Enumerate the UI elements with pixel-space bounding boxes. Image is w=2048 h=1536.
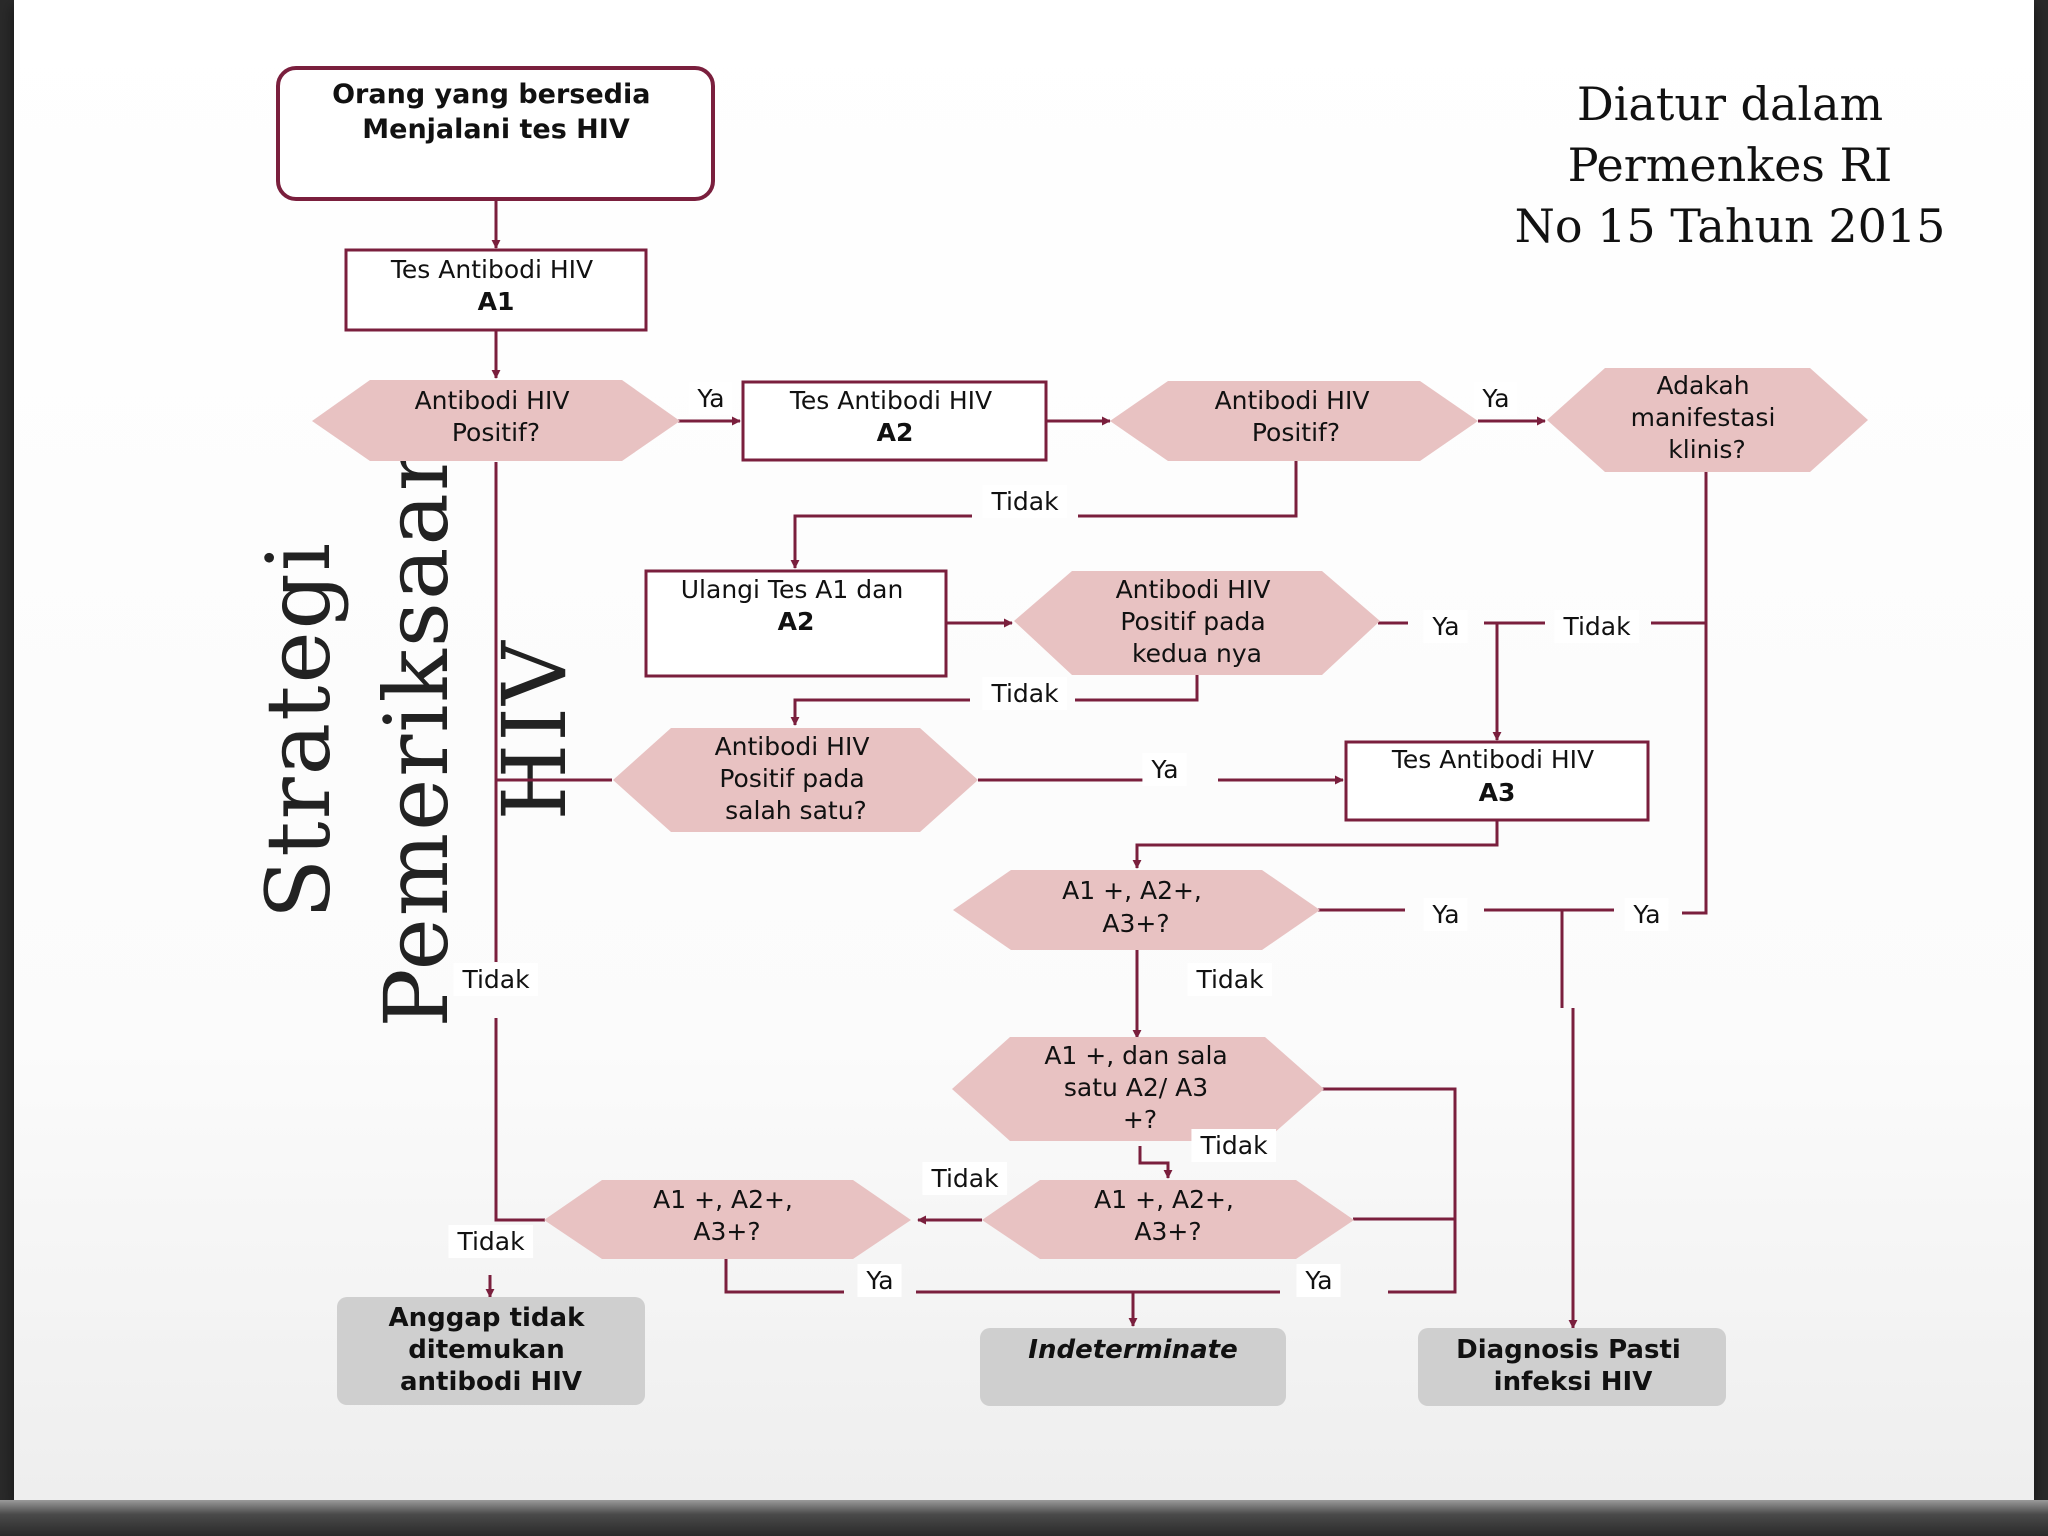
all-positive-label-1: A1 +, A2+, A3+?	[1062, 876, 1210, 938]
flowchart-connectors	[485, 200, 1708, 1329]
edge-a1-no-spine-b	[494, 1018, 545, 1222]
edge-a1one-yes	[1322, 1087, 1457, 1294]
all-positive-label-3: A1 +, A2+, A3+?	[653, 1185, 801, 1246]
both-positive-label: Antibodi HIV Positif pada kedua nya	[1116, 575, 1279, 668]
a2-test-label: Tes Antibodi HIV A2	[789, 386, 1000, 447]
label-all3-no: Tidak	[456, 1227, 525, 1256]
start-node-label: Orang yang bersedia Menjalani tes HIV	[332, 79, 660, 145]
a1-positive-decision	[312, 380, 680, 461]
label-clinical-no: Tidak	[1562, 612, 1631, 641]
edge-labels: Ya Ya Tidak Ya Tidak Tidak Ya Ya Ya Tida…	[448, 382, 1669, 1297]
label-a1one-no: Tidak	[1199, 1131, 1268, 1160]
diagnosis-label: Diagnosis Pasti infeksi HIV	[1456, 1335, 1690, 1397]
a3-test-box	[1344, 740, 1650, 822]
edge-label-background	[1624, 898, 1669, 931]
label-all2-no: Tidak	[930, 1164, 999, 1193]
all-positive-decision-3	[544, 1180, 911, 1259]
indeterminate-label: Indeterminate	[1028, 1335, 1237, 1365]
edge-a1one-no	[1138, 1146, 1173, 1179]
label-both-no: Tidak	[990, 679, 1059, 708]
all-positive-label-2: A1 +, A2+, A3+?	[1094, 1185, 1242, 1246]
label-a1-no: Tidak	[461, 965, 530, 994]
label-a1one-yes: Ya	[1304, 1266, 1332, 1295]
a2-test-box	[741, 380, 1048, 462]
edge-all3-yes-a	[724, 1259, 844, 1294]
edge-label-background	[1423, 898, 1468, 931]
edge-clinical-spine	[1682, 470, 1708, 915]
edge-label-background	[688, 382, 733, 415]
label-a2-no: Tidak	[990, 487, 1059, 516]
label-a1-yes: Ya	[696, 384, 724, 413]
not-found-label: Anggap tidak ditemukan antibodi HIV	[389, 1303, 594, 1397]
edge-label-background	[1142, 753, 1187, 786]
label-all1-yes: Ya	[1431, 900, 1459, 929]
repeat-test-box	[644, 569, 948, 678]
label-clinical-yes: Ya	[1632, 900, 1660, 929]
edge-label-background	[1191, 1129, 1277, 1162]
edge-label-background	[453, 963, 539, 996]
start-node	[276, 66, 715, 201]
edge-label-background	[448, 1225, 534, 1258]
label-one-yes: Ya	[1150, 755, 1178, 784]
a1-test-box	[344, 248, 648, 332]
edge-label-background	[857, 1264, 902, 1297]
a1-and-one-decision	[952, 1037, 1324, 1141]
a1-positive-label: Antibodi HIV Positif?	[415, 386, 578, 447]
regulation-line-3: No 15 Tahun 2015	[1514, 199, 1946, 253]
one-positive-label: Antibodi HIV Positif pada salah satu?	[715, 732, 878, 825]
edge-both-no-one	[790, 698, 970, 726]
label-all1-no: Tidak	[1195, 965, 1264, 994]
a1-test-label: Tes Antibodi HIV A1	[390, 255, 601, 316]
edge-label-background	[982, 677, 1068, 710]
edge-label-background	[1554, 610, 1640, 643]
not-found-terminal	[337, 1297, 645, 1405]
a2-positive-label: Antibodi HIV Positif?	[1215, 386, 1378, 447]
regulation-note: Diatur dalam Permenkes RI No 15 Tahun 20…	[1500, 74, 1960, 257]
edge-a3-check	[1132, 820, 1499, 869]
regulation-line-1: Diatur dalam	[1576, 77, 1884, 131]
a3-test-label: Tes Antibodi HIV A3	[1391, 745, 1602, 807]
all-positive-decision-1	[953, 870, 1320, 950]
one-positive-decision	[613, 728, 978, 832]
edge-label-background	[922, 1162, 1008, 1195]
a2-positive-decision	[1110, 381, 1478, 461]
diagnosis-terminal	[1418, 1328, 1726, 1406]
both-positive-decision	[1014, 571, 1380, 675]
edge-label-background	[1473, 382, 1518, 415]
edge-a2-no-a	[1078, 461, 1298, 518]
label-all3-yes: Ya	[865, 1266, 893, 1295]
regulation-line-2: Permenkes RI	[1567, 138, 1893, 192]
slide-bottom-band	[0, 1500, 2048, 1536]
label-both-yes: Ya	[1431, 612, 1459, 641]
a1-and-one-label: A1 +, dan sala satu A2/ A3 +?	[1044, 1041, 1235, 1134]
label-a2-yes: Ya	[1481, 384, 1509, 413]
edge-label-background	[1187, 963, 1273, 996]
edge-a2-no-repeat	[790, 514, 972, 569]
edge-label-background	[1423, 610, 1468, 643]
clinical-manifestation-label: Adakah manifestasi klinis?	[1631, 371, 1784, 464]
clinical-manifestation-decision	[1547, 368, 1868, 472]
all-positive-decision-2	[982, 1180, 1354, 1259]
flowchart-nodes: Orang yang bersedia Menjalani tes HIV Te…	[276, 66, 1868, 1406]
edge-label-background	[1296, 1264, 1341, 1297]
repeat-test-label: Ulangi Tes A1 dan A2	[681, 575, 912, 636]
edge-label-background	[982, 485, 1068, 518]
indeterminate-terminal	[980, 1328, 1286, 1406]
